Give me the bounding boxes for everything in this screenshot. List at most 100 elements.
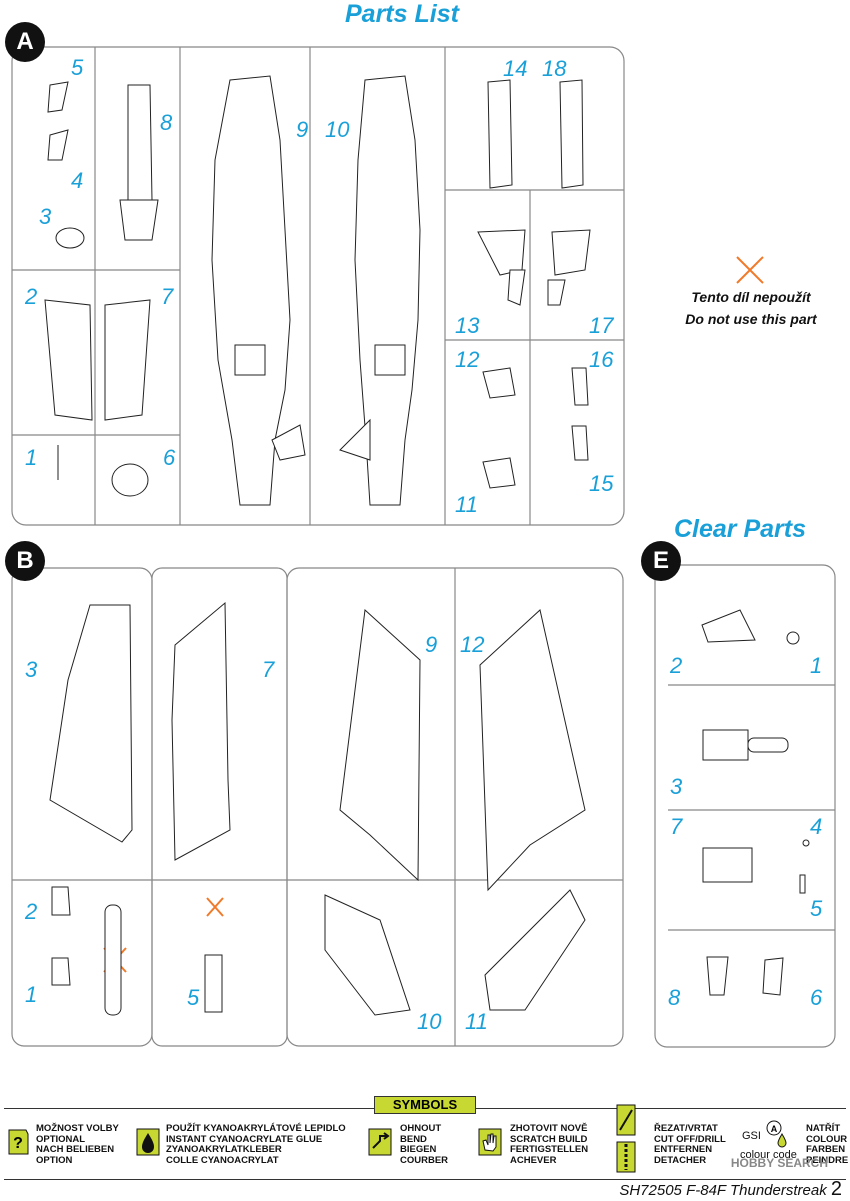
gsi-letter: A: [771, 1124, 778, 1134]
part-a6: [111, 463, 149, 497]
part-e3: [702, 729, 749, 761]
symbol-cut: ŘEZAT/VRTAT CUT OFF/DRILL ENTFERNEN DETA…: [654, 1123, 726, 1166]
label-e8: 8: [668, 985, 681, 1010]
symbol-glue: POUŽÍT KYANOAKRYLÁTOVÉ LEPIDLO INSTANT C…: [166, 1123, 346, 1166]
label-a8: 8: [160, 110, 173, 135]
do-not-use-en: Do not use this part: [685, 311, 817, 327]
part-a13: [477, 229, 526, 276]
page-footer: SH72505 F-84F Thunderstreak 2: [619, 1178, 842, 1201]
part-a10-fuselage: [354, 75, 421, 506]
part-b3-wing: [49, 604, 133, 843]
bend-en: BEND: [400, 1133, 427, 1145]
cut-fr: DETACHER: [654, 1154, 707, 1166]
part-b-droptank: [104, 904, 122, 1016]
label-e3: 3: [670, 774, 683, 799]
label-a16: 16: [589, 347, 614, 372]
part-a18: [559, 79, 584, 189]
label-e1: 1: [810, 653, 823, 678]
sprue-a-badge: A: [5, 22, 45, 62]
label-b2: 2: [25, 899, 38, 924]
part-a11: [482, 457, 516, 489]
label-a6: 6: [163, 445, 176, 470]
part-a2: [44, 299, 93, 421]
part-a12: [482, 367, 516, 399]
symbol-bend: OHNOUT BEND BIEGEN COURBER: [400, 1123, 449, 1166]
part-e1: [786, 631, 800, 645]
watermark: HOBBY SEARCH: [730, 1156, 828, 1170]
paint-cz: NATŘÍT: [806, 1123, 841, 1134]
glue-fr: COLLE CYANOACRYLAT: [166, 1154, 279, 1166]
part-e5: [799, 874, 806, 894]
label-a4: 4: [71, 168, 84, 193]
part-e2: [701, 609, 756, 643]
scratch-fr: ACHEVER: [510, 1154, 557, 1166]
part-e7: [702, 847, 753, 883]
optional-de: NACH BELIEBEN: [36, 1144, 115, 1155]
sprue-b-badge: B: [5, 541, 45, 581]
part-a3: [55, 227, 85, 249]
page-number: 2: [830, 1178, 842, 1200]
part-b2: [51, 886, 71, 916]
label-a2: 2: [25, 284, 38, 309]
optional-fr: OPTION: [36, 1154, 73, 1166]
paint-drop-icon: A: [766, 1120, 787, 1148]
paint-en: COLOUR: [806, 1133, 848, 1145]
symbol-scratch: ZHOTOVIT NOVĚ SCRATCH BUILD FERTIGSTELLE…: [510, 1123, 589, 1166]
label-a12: 12: [455, 347, 480, 372]
bend-de: BIEGEN: [400, 1144, 437, 1155]
part-a17: [551, 229, 591, 276]
part-b1: [51, 957, 71, 986]
part-a14: [487, 79, 513, 189]
part-e8: [706, 956, 729, 996]
bend-fr: COURBER: [400, 1154, 449, 1166]
cut-en: CUT OFF/DRILL: [654, 1133, 726, 1145]
cut-icon: [616, 1104, 636, 1173]
label-b7: 7: [262, 657, 275, 682]
label-b3: 3: [25, 657, 38, 682]
part-a9-panel: [234, 344, 266, 376]
scratch-cz: ZHOTOVIT NOVĚ: [510, 1123, 588, 1134]
scratch-en: SCRATCH BUILD: [510, 1133, 588, 1145]
sprue-e-frame: [654, 564, 836, 1048]
sprue-a-frame: [11, 46, 625, 526]
part-a5: [47, 81, 69, 113]
part-b11: [484, 889, 586, 1011]
clear-parts-title: Clear Parts: [674, 515, 807, 543]
sprue-e-badge: E: [641, 541, 681, 581]
part-a4: [47, 129, 69, 161]
label-a7: 7: [161, 284, 174, 309]
cut-de: ENTFERNEN: [654, 1144, 713, 1155]
question-icon: ?: [8, 1129, 29, 1155]
part-b9: [339, 608, 421, 882]
colour-code-label: colour code: [740, 1149, 797, 1161]
label-a15: 15: [589, 471, 614, 496]
do-not-use-note: Tento díl nepoužít Do not use this part: [675, 286, 827, 330]
part-e6: [762, 957, 784, 996]
label-a14: 14: [503, 56, 528, 81]
label-a9: 9: [296, 117, 309, 142]
gsi-label: GSI: [742, 1130, 761, 1142]
label-b1: 1: [25, 982, 38, 1007]
scratch-de: FERTIGSTELLEN: [510, 1144, 589, 1155]
glue-de: ZYANOAKRYLATKLEBER: [166, 1144, 282, 1155]
label-e7: 7: [670, 814, 683, 839]
part-b7-wing: [171, 601, 231, 861]
glue-en: INSTANT CYANOACRYLATE GLUE: [166, 1133, 323, 1145]
label-a11: 11: [455, 492, 478, 517]
part-b12: [479, 609, 586, 892]
part-a7: [104, 299, 151, 421]
part-a15: [571, 425, 589, 461]
symbol-paint: NATŘÍT COLOUR FARBEN PEINDRE: [806, 1123, 848, 1166]
label-b11: 11: [465, 1009, 488, 1034]
cut-cz: ŘEZAT/VRTAT: [654, 1123, 718, 1134]
label-a3: 3: [39, 204, 52, 229]
symbol-optional: MOŽNOST VOLBY OPTIONAL NACH BELIEBEN OPT…: [36, 1123, 119, 1166]
part-a9-fuselage: [211, 75, 291, 506]
label-b5: 5: [187, 985, 200, 1010]
label-a13: 13: [455, 313, 480, 338]
part-b5: [204, 954, 223, 1013]
part-e4: [802, 839, 810, 847]
label-b12: 12: [460, 632, 485, 657]
svg-text:?: ?: [13, 1135, 23, 1152]
kit-code: SH72505: [619, 1182, 682, 1199]
